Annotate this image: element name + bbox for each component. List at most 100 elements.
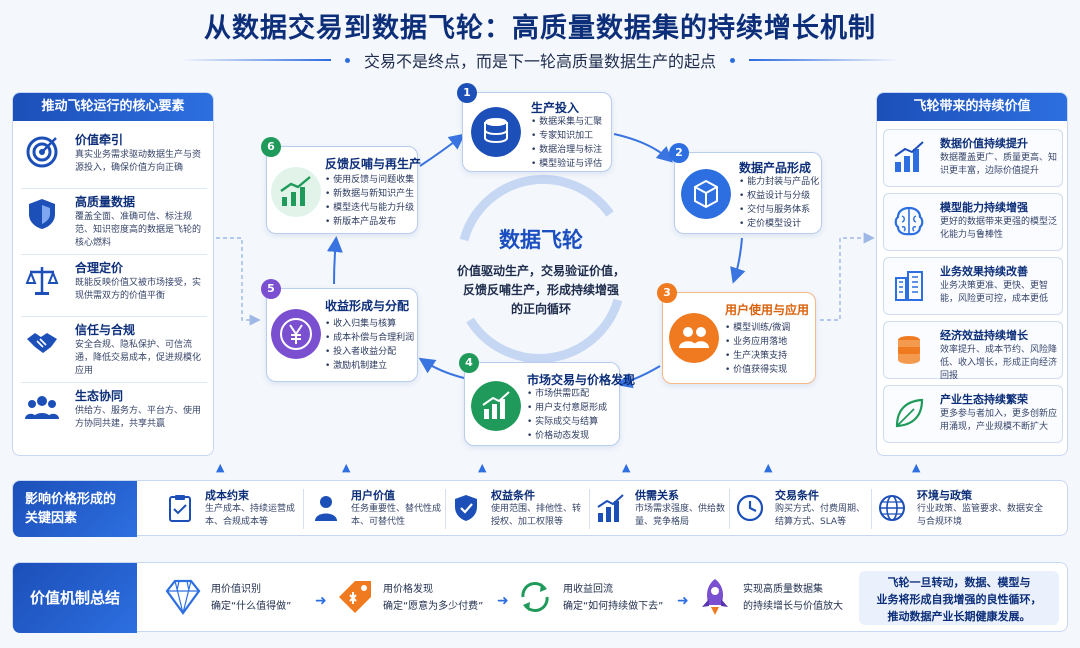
core-element-title: 生态协同: [75, 389, 124, 403]
value-item-desc: 更多参与者加入，更多创新应用涌现，产业规模不断扩大: [940, 409, 1058, 432]
people-icon: [25, 396, 59, 419]
summary-line2: 确定“如何持续做下去”: [563, 601, 664, 612]
flywheel-step-1: 1 生产投入 数据采集与汇聚 专家知识加工 数据治理与标注 模型验证与评估: [457, 83, 612, 172]
factor-desc: 购买方式、付费周期、结算方式、SLA等: [775, 504, 866, 527]
summary-conclusion: 飞轮一旦转动，数据、模型与 业务将形成自我增强的良性循环， 推动数据产业长期健康…: [859, 571, 1059, 625]
core-elements-title: 推动飞轮运行的核心要素: [13, 93, 213, 121]
step-number: 4: [459, 353, 479, 373]
shield-icon: [29, 199, 55, 229]
clipboard-icon: [169, 495, 191, 522]
factor-desc: 任务重要性、替代性成本、可替代性: [351, 504, 442, 527]
step-number: 6: [261, 137, 281, 157]
flywheel-step-5: 5 收益形成与分配 收入归集与核算 成本补偿与合理利润 投入者收益分配 激励机制…: [261, 279, 418, 382]
summary-item-value-identify: 用价值识别 确定“什么值得做”: [163, 575, 313, 621]
core-element-desc: 供给方、服务方、平台方、使用方协同共建，共享共赢: [75, 406, 202, 429]
right-panel-connector: [820, 232, 875, 321]
factor-title: 成本约束: [205, 489, 249, 502]
handshake-icon: [27, 333, 57, 353]
core-element-desc: 既能反映价值又被市场接受，实现供需双方的价值平衡: [75, 278, 202, 301]
factor-environment-policy: 环境与政策 行业政策、监管要求、数据安全与合规环境: [877, 485, 1057, 533]
page-title: 从数据交易到数据飞轮：高质量数据集的持续增长机制: [204, 13, 876, 44]
step-number: 1: [457, 83, 477, 103]
factor-desc: 市场需求强度、供给数量、竞争格局: [635, 504, 726, 527]
up-arrow: ▲: [342, 461, 351, 474]
growth-chart-icon: [471, 381, 521, 431]
factor-title: 供需关系: [635, 489, 679, 502]
factor-transaction-terms: 交易条件 购买方式、付费周期、结算方式、SLA等: [735, 485, 875, 533]
flywheel-desc: 价值驱动生产，交易验证价值， 反馈反哺生产，形成持续增强 的正向循环: [456, 264, 625, 316]
shield-check-icon: [455, 495, 477, 521]
step-list: 使用反馈与问题收集 新数据与新知识产生 模型迭代与能力升级 新版本产品发布: [325, 173, 414, 229]
summary-item-revenue-return: 用收益回流 确定“如何持续做下去”: [515, 575, 685, 621]
flywheel-step-4: 4 市场交易与价格发现 市场供需匹配 用户支付意愿形成 实际成交与结算 价格动态…: [459, 353, 635, 446]
arrow-step2-to-step3: [730, 237, 746, 284]
bar-chart-icon: [597, 494, 624, 522]
buildings-icon: [895, 271, 923, 301]
factor-desc: 行业政策、监管要求、数据安全与合规环境: [917, 504, 1044, 527]
step-title: 反馈反哺与再生产: [325, 157, 422, 171]
arrow-step4-to-step5: [418, 357, 465, 379]
box-icon: [681, 169, 731, 219]
value-item-title: 产业生态持续繁荣: [940, 393, 1028, 406]
value-item-desc: 更好的数据带来更强的模型泛化能力与鲁棒性: [940, 217, 1058, 240]
step-title: 市场交易与价格发现: [527, 373, 636, 387]
value-item-business-effect: 业务效果持续改善 业务决策更准、更快、更智能，风险更可控，成本更低: [883, 257, 1063, 315]
summary-line1: 用价值识别: [211, 584, 261, 595]
price-factors-title: 影响价格形成的 关键因素: [13, 481, 137, 537]
left-panel-connector: [216, 237, 261, 326]
step-number: 2: [669, 143, 689, 163]
core-element-title: 价值牵引: [75, 133, 124, 147]
core-element-quality-data: 高质量数据 覆盖全面、准确可信、标注规范、知识密度高的数据是飞轮的核心燃料: [21, 189, 207, 255]
step-list: 能力封装与产品化 权益设计与分级 交付与服务体系 定价模型设计: [739, 175, 819, 231]
flywheel-step-2: 2 数据产品形成 能力封装与产品化 权益设计与分级 交付与服务体系 定价模型设计: [669, 143, 822, 234]
value-item-title: 数据价值持续提升: [940, 137, 1028, 150]
core-element-title: 合理定价: [75, 261, 124, 275]
users-icon: [669, 313, 719, 363]
up-arrow: ▲: [912, 461, 921, 474]
up-arrow: ▲: [478, 461, 487, 474]
factor-cost: 成本约束 生产成本、持续运营成本、合规成本等: [165, 485, 305, 533]
summary-arrow: ➜: [315, 593, 327, 609]
factor-user-value: 用户价值 任务重要性、替代性成本、可替代性: [311, 485, 451, 533]
clock-icon: [736, 494, 764, 522]
globe-icon: [879, 495, 905, 521]
summary-line2: 确定“什么值得做”: [211, 601, 292, 612]
sustained-value-panel: 飞轮带来的持续价值 数据价值持续提升 数据覆盖更广、质量更高、知识更丰富，边际价…: [876, 92, 1068, 456]
flywheel-title: 数据飞轮: [499, 228, 583, 252]
trend-icon: [271, 167, 321, 217]
core-element-title: 信任与合规: [75, 323, 136, 337]
core-element-desc: 覆盖全面、准确可信、标注规范、知识密度高的数据是飞轮的核心燃料: [75, 212, 202, 248]
value-item-title: 业务效果持续改善: [940, 265, 1028, 278]
step-title: 收益形成与分配: [325, 299, 410, 313]
arrow-step6-to-step1: [419, 133, 466, 167]
value-item-title: 模型能力持续增强: [940, 201, 1028, 214]
core-element-pricing: 合理定价 既能反映价值又被市场接受，实现供需双方的价值平衡: [21, 255, 207, 317]
subtitle: 交易不是终点，而是下一轮高质量数据生产的起点: [363, 52, 716, 71]
step-list: 模型训练/微调 业务应用落地 生产决策支持 价值获得实现: [725, 321, 790, 377]
value-mechanism-summary: 价值机制总结 用价值识别 确定“什么值得做” ➜ 用价格发现 确定“愿意为多少付…: [12, 562, 1068, 633]
leaf-icon: [895, 398, 924, 428]
recycle-icon: [521, 582, 549, 612]
summary-item-price-discovery: 用价格发现 确定“愿意为多少付费”: [335, 575, 505, 621]
factor-title: 用户价值: [351, 489, 395, 502]
core-element-title: 高质量数据: [75, 195, 136, 209]
step-list: 收入归集与核算 成本补偿与合理利润 投入者收益分配 激励机制建立: [325, 317, 414, 373]
subtitle-row: 交易不是终点，而是下一轮高质量数据生产的起点: [0, 48, 1080, 72]
bar-chart-icon: [894, 141, 924, 172]
rocket-icon: [702, 579, 728, 615]
factor-desc: 生产成本、持续运营成本、合规成本等: [205, 504, 296, 527]
flywheel-step-3: 3 用户使用与应用 模型训练/微调 业务应用落地 生产决策支持 价值获得实现: [657, 283, 816, 384]
target-icon: [26, 136, 58, 168]
summary-arrow: ➜: [677, 593, 689, 609]
factor-rights: 权益条件 使用范围、排他性、转授权、加工权限等: [451, 485, 595, 533]
summary-line1: 用收益回流: [563, 584, 613, 595]
core-element-trust-compliance: 信任与合规 安全合规、隐私保护、可信流通，降低交易成本，促进规模化应用: [21, 317, 207, 383]
value-item-desc: 业务决策更准、更快、更智能，风险更可控，成本更低: [940, 281, 1049, 304]
step-title: 生产投入: [531, 101, 580, 115]
core-element-desc: 真实业务需求驱动数据生产与资源投入，确保价值方向正确: [75, 150, 202, 173]
brain-icon: [894, 206, 924, 236]
core-element-ecosystem: 生态协同 供给方、服务方、平台方、使用方协同共建，共享共赢: [21, 383, 207, 449]
core-elements-panel: 推动飞轮运行的核心要素 价值牵引 真实业务需求驱动数据生产与资源投入，确保价值方…: [12, 92, 214, 456]
coins-icon: [898, 336, 920, 364]
core-element-value-traction: 价值牵引 真实业务需求驱动数据生产与资源投入，确保价值方向正确: [21, 127, 207, 189]
